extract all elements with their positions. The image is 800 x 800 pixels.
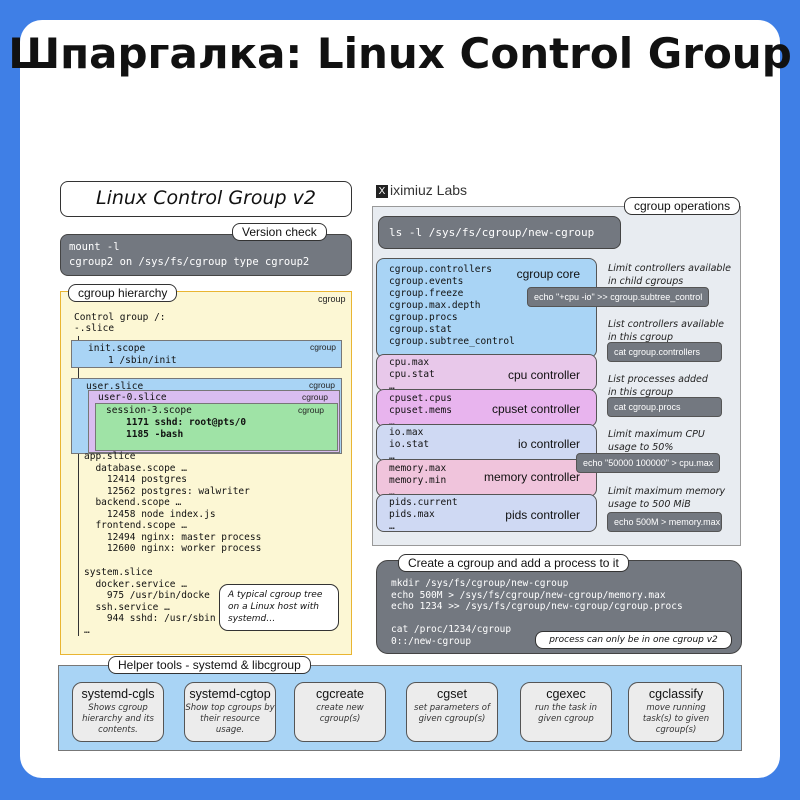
hierarchy-callout-text: A typical cgroup tree on a Linux host wi… <box>228 590 323 624</box>
tool-cgset-name: cgset <box>437 687 467 701</box>
cpuset-name: cpuset controller <box>491 402 580 416</box>
controller-memory: memory.max memory.min … memory controlle… <box>376 459 597 498</box>
diagram-title: Linux Control Group v2 <box>60 181 352 217</box>
session-process-1: 1171 sshd: root@pts/0 <box>126 417 247 428</box>
controller-cgroup-core: cgroup.controllers cgroup.events cgroup.… <box>376 258 597 359</box>
tree-trunk-line <box>78 336 79 636</box>
hierarchy-cgroup-tag: cgroup <box>318 294 346 304</box>
memory-files: memory.max memory.min … <box>389 463 447 498</box>
user-0-slice-tag: cgroup <box>302 392 328 402</box>
tool-cgexec-name: cgexec <box>546 687 586 701</box>
brand-logo-icon: X <box>376 185 388 198</box>
tool-systemd-cgls: systemd-cgls Shows cgroup hierarchy and … <box>72 682 164 742</box>
user-slice-tag: cgroup <box>309 380 335 390</box>
tip-memory-text: Limit maximum memory usage to 500 MiB <box>608 486 726 510</box>
tool-cgcreate: cgcreate create new cgroup(s) <box>294 682 386 742</box>
session-scope-tag: cgroup <box>298 405 324 415</box>
controller-cpuset: cpuset.cpus cpuset.mems … cpuset control… <box>376 389 597 428</box>
session-scope-box <box>95 403 338 451</box>
tool-cgclassify: cgclassify move running task(s) to given… <box>628 682 724 742</box>
tip-procs-text: List processes added in this cgroup <box>608 374 708 398</box>
page-title: Шпаргалка: Linux Control Group <box>8 29 792 78</box>
create-commands: mkdir /sys/fs/cgroup/new-cgroup echo 500… <box>391 578 683 647</box>
session-scope-name: session-3.scope <box>106 405 192 416</box>
controller-pids: pids.current pids.max … pids controller <box>376 494 597 532</box>
io-name: io controller <box>517 437 580 451</box>
diagram-title-text: Linux Control Group v2 <box>95 187 316 209</box>
tip-cpu-text: Limit maximum CPU usage to 50% <box>608 429 705 453</box>
tool-cgexec-desc: run the task in given cgroup <box>535 703 597 724</box>
tool-cgset: cgset set parameters of given cgroup(s) <box>406 682 498 742</box>
tool-systemd-cgtop-name: systemd-cgtop <box>189 687 271 701</box>
session-process-2: 1185 -bash <box>126 429 184 440</box>
brand-name: iximiuz Labs <box>390 182 468 198</box>
helpers-label: Helper tools - systemd & libcgroup <box>108 656 311 674</box>
init-scope-process: 1 /sbin/init <box>108 355 177 366</box>
cpu-files: cpu.max cpu.stat … <box>389 357 435 392</box>
system-slice-tree: system.slice docker.service … 975 /usr/b… <box>84 567 216 636</box>
tip-controllers-command: cat cgroup.controllers <box>607 342 722 362</box>
cgroup-core-name: cgroup core <box>516 267 580 281</box>
ls-command-box: ls -l /sys/fs/cgroup/new-cgroup <box>378 216 621 249</box>
tip-memory-command: echo 500M > memory.max <box>607 512 722 532</box>
hierarchy-root-line2: -.slice <box>74 323 115 334</box>
hierarchy-callout: A typical cgroup tree on a Linux host wi… <box>219 584 339 631</box>
tip-subtree-command: echo "+cpu -io" >> cgroup.subtree_contro… <box>527 287 710 307</box>
controller-io: io.max io.stat … io controller <box>376 424 597 462</box>
tool-cgcreate-desc: create new cgroup(s) <box>316 703 364 724</box>
tool-systemd-cgtop: systemd-cgtop Show top cgroups by their … <box>184 682 276 742</box>
memory-name: memory controller <box>483 470 580 484</box>
init-scope-name: init.scope <box>88 343 146 354</box>
ls-command-text: ls -l /sys/fs/cgroup/new-cgroup <box>389 226 595 239</box>
cgroup-core-files: cgroup.controllers cgroup.events cgroup.… <box>389 264 515 359</box>
init-scope-tag: cgroup <box>310 342 336 352</box>
controller-cpu: cpu.max cpu.stat … cpu controller <box>376 354 597 392</box>
version-check-box: mount -l cgroup2 on /sys/fs/cgroup type … <box>60 234 352 276</box>
tool-systemd-cgls-name: systemd-cgls <box>81 687 155 701</box>
hierarchy-label: cgroup hierarchy <box>68 284 178 302</box>
tool-cgexec: cgexec run the task in given cgroup <box>520 682 612 742</box>
create-note: process can only be in one cgroup v2 <box>535 631 732 649</box>
cpu-name: cpu controller <box>507 368 580 382</box>
init-scope-box <box>71 340 342 368</box>
tool-cgcreate-name: cgcreate <box>316 687 364 701</box>
hierarchy-root-line1: Control group /: <box>74 312 166 323</box>
app-slice-tree: app.slice database.scope … 12414 postgre… <box>84 451 262 554</box>
operations-label: cgroup operations <box>624 197 741 215</box>
io-files: io.max io.stat … <box>389 427 430 462</box>
cpuset-files: cpuset.cpus cpuset.mems … <box>389 393 452 428</box>
version-check-label: Version check <box>232 223 327 241</box>
pids-name: pids controller <box>505 508 580 522</box>
tool-cgset-desc: set parameters of given cgroup(s) <box>414 703 490 724</box>
pids-files: pids.current pids.max … <box>389 497 458 532</box>
create-label: Create a cgroup and add a process to it <box>398 554 629 572</box>
tip-controllers-text: List controllers available in this cgrou… <box>608 319 725 343</box>
tip-subtree-text: Limit controllers available in child cgr… <box>608 263 731 287</box>
tip-procs-command: cat cgroup.procs <box>607 397 722 417</box>
user-slice-name: user.slice <box>86 381 144 392</box>
user-0-slice-name: user-0.slice <box>98 392 167 403</box>
tool-cgclassify-name: cgclassify <box>648 687 704 701</box>
tip-cpu-command: echo "50000 100000" > cpu.max <box>576 453 721 473</box>
tool-systemd-cgtop-desc: Show top cgroups by their resource usage… <box>185 703 275 735</box>
version-check-line1: mount -l <box>69 241 120 253</box>
version-check-line2: cgroup2 on /sys/fs/cgroup type cgroup2 <box>69 256 310 268</box>
tool-cgclassify-desc: move running task(s) to given cgroup(s) <box>642 703 710 735</box>
tool-systemd-cgls-desc: Shows cgroup hierarchy and its contents. <box>82 703 154 735</box>
